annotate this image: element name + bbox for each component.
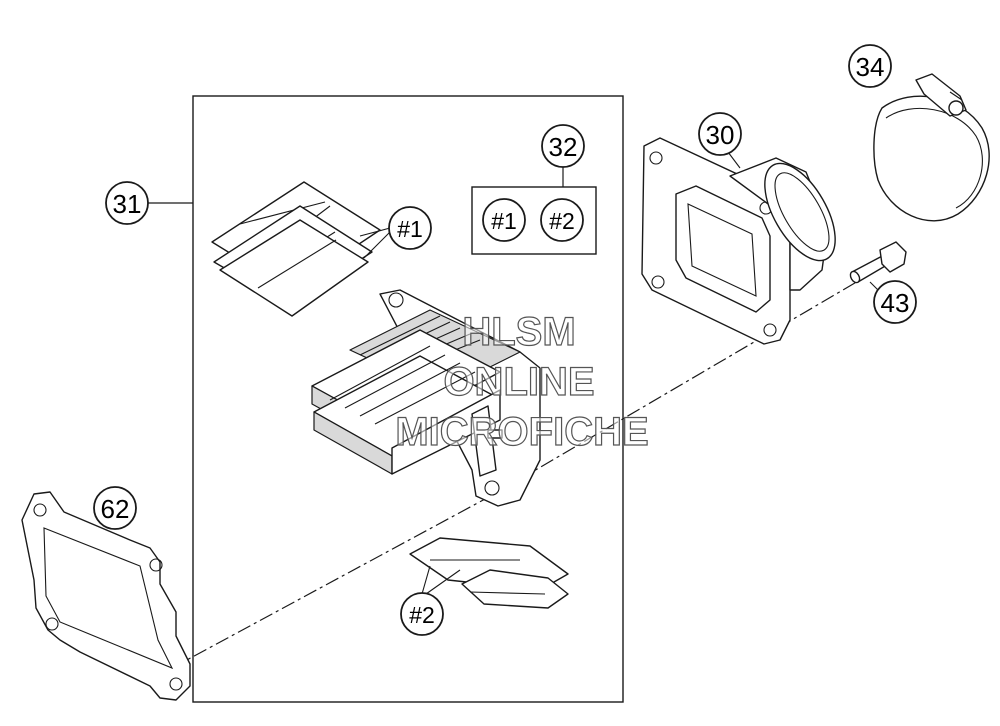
callout-43: 43 (873, 280, 917, 324)
svg-text:32: 32 (549, 132, 578, 162)
callout-kit-1: #1 (482, 198, 526, 242)
assembly-frame-31 (192, 95, 624, 703)
center-axis-line (171, 279, 861, 669)
watermark: HLSM ONLINE MICROFICHE (395, 309, 650, 454)
watermark-line-2: ONLINE (443, 360, 594, 404)
svg-text:#2: #2 (549, 208, 575, 234)
watermark-line-1: HLSM (462, 310, 575, 354)
svg-text:62: 62 (101, 494, 130, 524)
svg-text:#1: #1 (397, 216, 423, 242)
callout-34: 34 (848, 44, 892, 88)
callout-32: 32 (541, 124, 585, 168)
callout-sub1-top: #1 (388, 206, 432, 250)
svg-text:31: 31 (113, 189, 142, 219)
svg-text:30: 30 (706, 120, 735, 150)
intake-flange-30 (641, 137, 836, 345)
leader-30 (727, 151, 741, 169)
callout-30: 30 (698, 112, 742, 156)
bolt-43 (849, 241, 907, 284)
kit-box-32 (471, 186, 597, 255)
leader-sub2 (421, 565, 461, 595)
callout-kit-2: #2 (540, 198, 584, 242)
svg-text:34: 34 (856, 52, 885, 82)
callout-62: 62 (93, 486, 137, 530)
hose-clamp-34 (873, 73, 990, 222)
callout-31: 31 (105, 181, 149, 225)
leader-sub1 (359, 227, 391, 259)
callout-sub2-bottom: #2 (400, 592, 444, 636)
gasket-62 (21, 491, 191, 701)
svg-text:#2: #2 (409, 602, 435, 628)
svg-text:#1: #1 (491, 208, 517, 234)
reed-valve-block (311, 289, 541, 507)
svg-text:43: 43 (881, 288, 910, 318)
watermark-line-3: MICROFICHE (395, 410, 648, 454)
reed-petals-1 (211, 181, 381, 317)
